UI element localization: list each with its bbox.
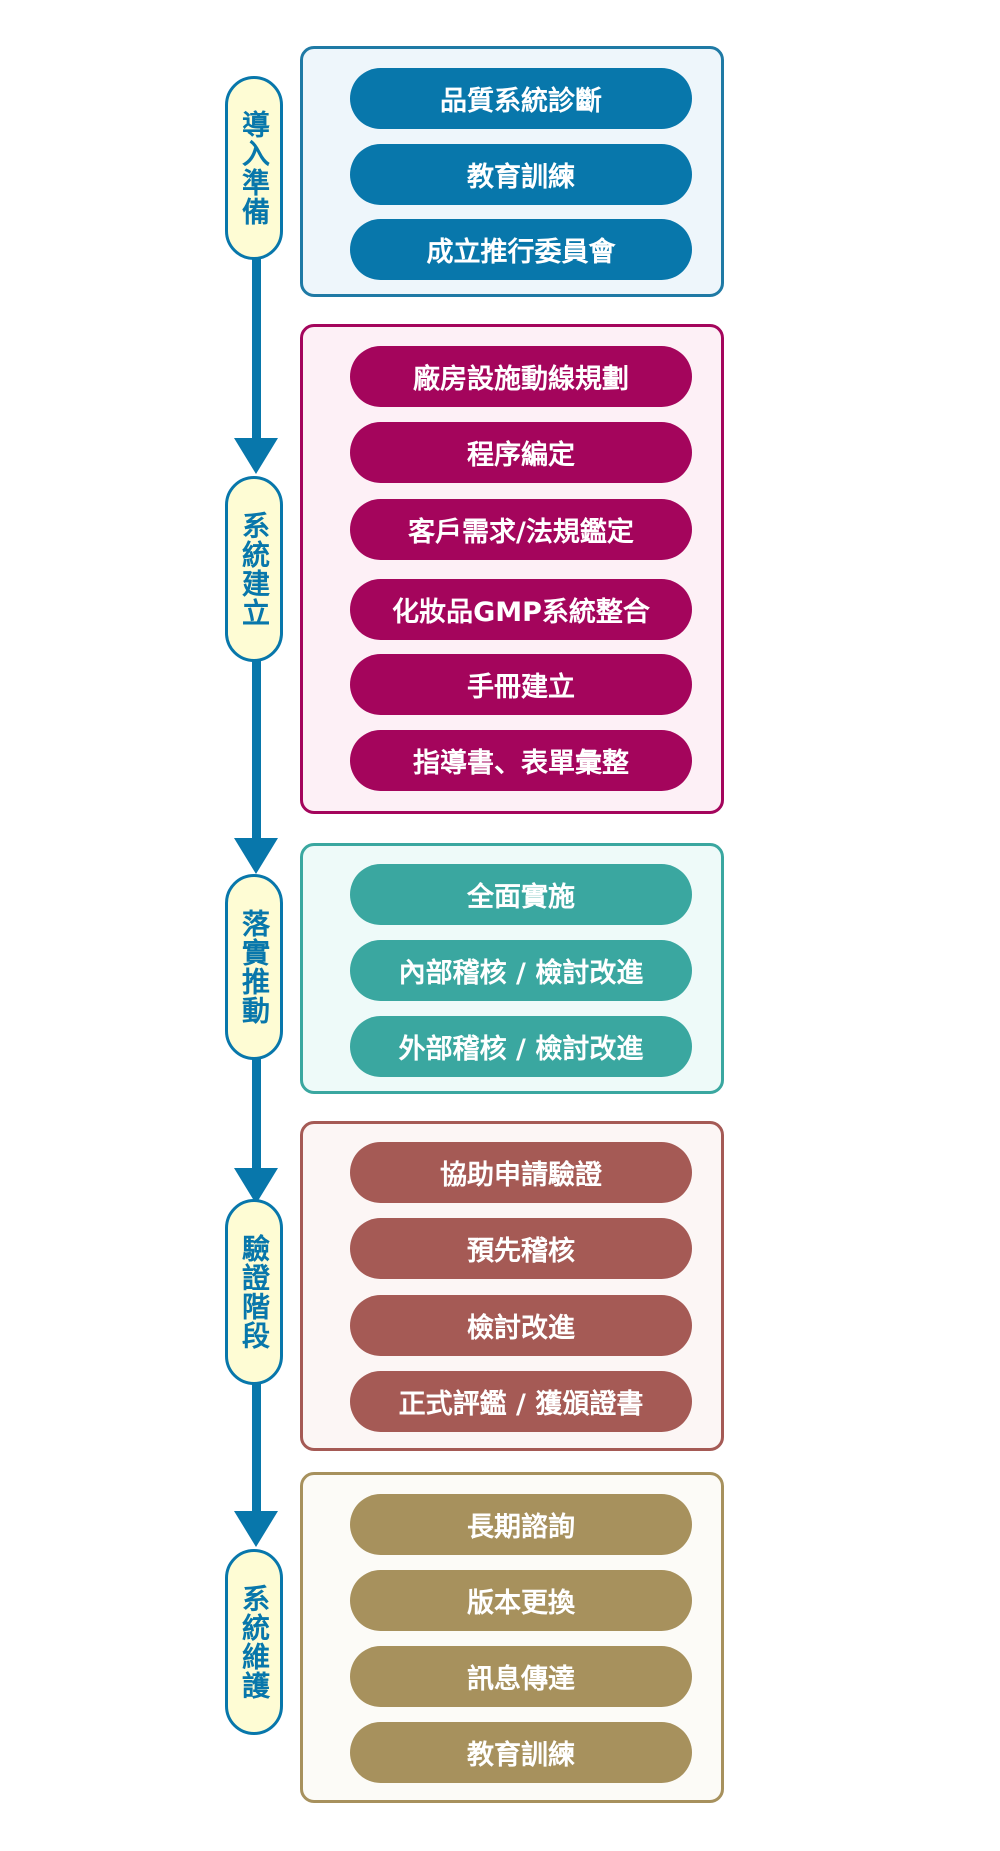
step-item: 長期諮詢: [350, 1494, 692, 1555]
step-item: 客戶需求/法規鑑定: [350, 499, 692, 560]
flow-arrow-2: [234, 838, 278, 874]
phase-box-build: 廠房設施動線規劃 程序編定 客戶需求/法規鑑定 化妝品GMP系統整合 手冊建立 …: [300, 324, 724, 814]
step-item: 手冊建立: [350, 654, 692, 715]
flow-line-2: [252, 660, 261, 840]
stage-label-build: 系統建立: [225, 476, 283, 662]
step-item: 品質系統診斷: [350, 68, 692, 129]
stage-label-maintain: 系統維護: [225, 1549, 283, 1735]
step-item: 正式評鑑 / 獲頒證書: [350, 1371, 692, 1432]
stage-label-verify: 驗證階段: [225, 1199, 283, 1385]
step-item: 內部稽核 / 檢討改進: [350, 940, 692, 1001]
step-item: 廠房設施動線規劃: [350, 346, 692, 407]
step-item: 版本更換: [350, 1570, 692, 1631]
flow-arrow-4: [234, 1511, 278, 1547]
step-item: 指導書、表單彙整: [350, 730, 692, 791]
step-item: 全面實施: [350, 864, 692, 925]
phase-box-verify: 協助申請驗證 預先稽核 檢討改進 正式評鑑 / 獲頒證書: [300, 1121, 724, 1451]
step-item: 教育訓練: [350, 1722, 692, 1783]
flow-line-1: [252, 258, 261, 440]
flow-arrow-1: [234, 438, 278, 474]
step-item: 檢討改進: [350, 1295, 692, 1356]
step-item: 程序編定: [350, 422, 692, 483]
stage-label-implement: 落實推動: [225, 874, 283, 1060]
step-item: 成立推行委員會: [350, 219, 692, 280]
flow-line-3: [252, 1058, 261, 1170]
phase-box-maintain: 長期諮詢 版本更換 訊息傳達 教育訓練: [300, 1472, 724, 1803]
stage-label-prep: 導入準備: [225, 76, 283, 260]
flow-line-4: [252, 1383, 261, 1513]
step-item: 化妝品GMP系統整合: [350, 579, 692, 640]
step-item: 協助申請驗證: [350, 1142, 692, 1203]
phase-box-implement: 全面實施 內部稽核 / 檢討改進 外部稽核 / 檢討改進: [300, 843, 724, 1094]
phase-box-prep: 品質系統診斷 教育訓練 成立推行委員會: [300, 46, 724, 297]
step-item: 教育訓練: [350, 144, 692, 205]
step-item: 外部稽核 / 檢討改進: [350, 1016, 692, 1077]
flow-arrow-3: [234, 1168, 278, 1204]
step-item: 訊息傳達: [350, 1646, 692, 1707]
step-item: 預先稽核: [350, 1218, 692, 1279]
